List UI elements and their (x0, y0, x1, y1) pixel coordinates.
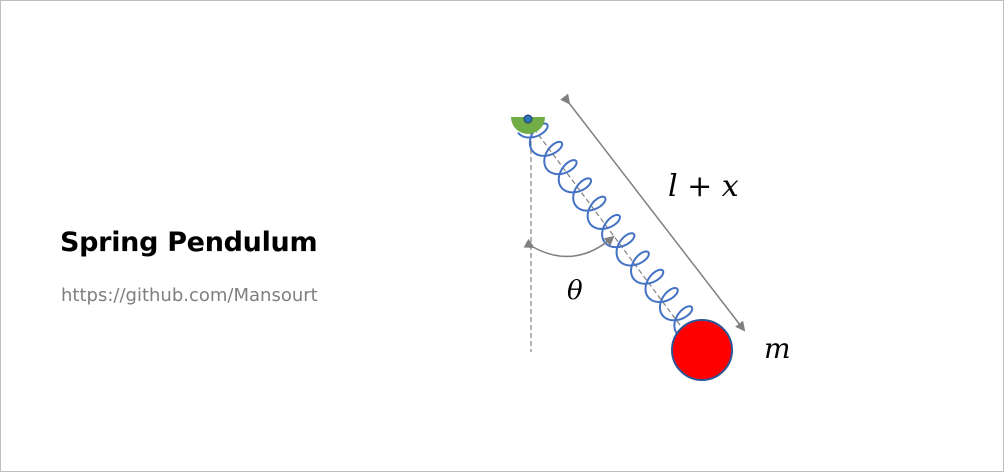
pivot-mount (511, 114, 545, 134)
spring-axis-line (528, 121, 701, 353)
pendulum-mass (671, 319, 733, 381)
page-title: Spring Pendulum (60, 227, 318, 258)
length-dimension-arrow (560, 93, 746, 332)
length-label: l + x (668, 169, 739, 204)
source-link: https://github.com/Mansourt (61, 285, 318, 306)
mass-label: m (764, 332, 791, 365)
angle-arc (523, 235, 615, 258)
angle-label: θ (567, 276, 583, 306)
